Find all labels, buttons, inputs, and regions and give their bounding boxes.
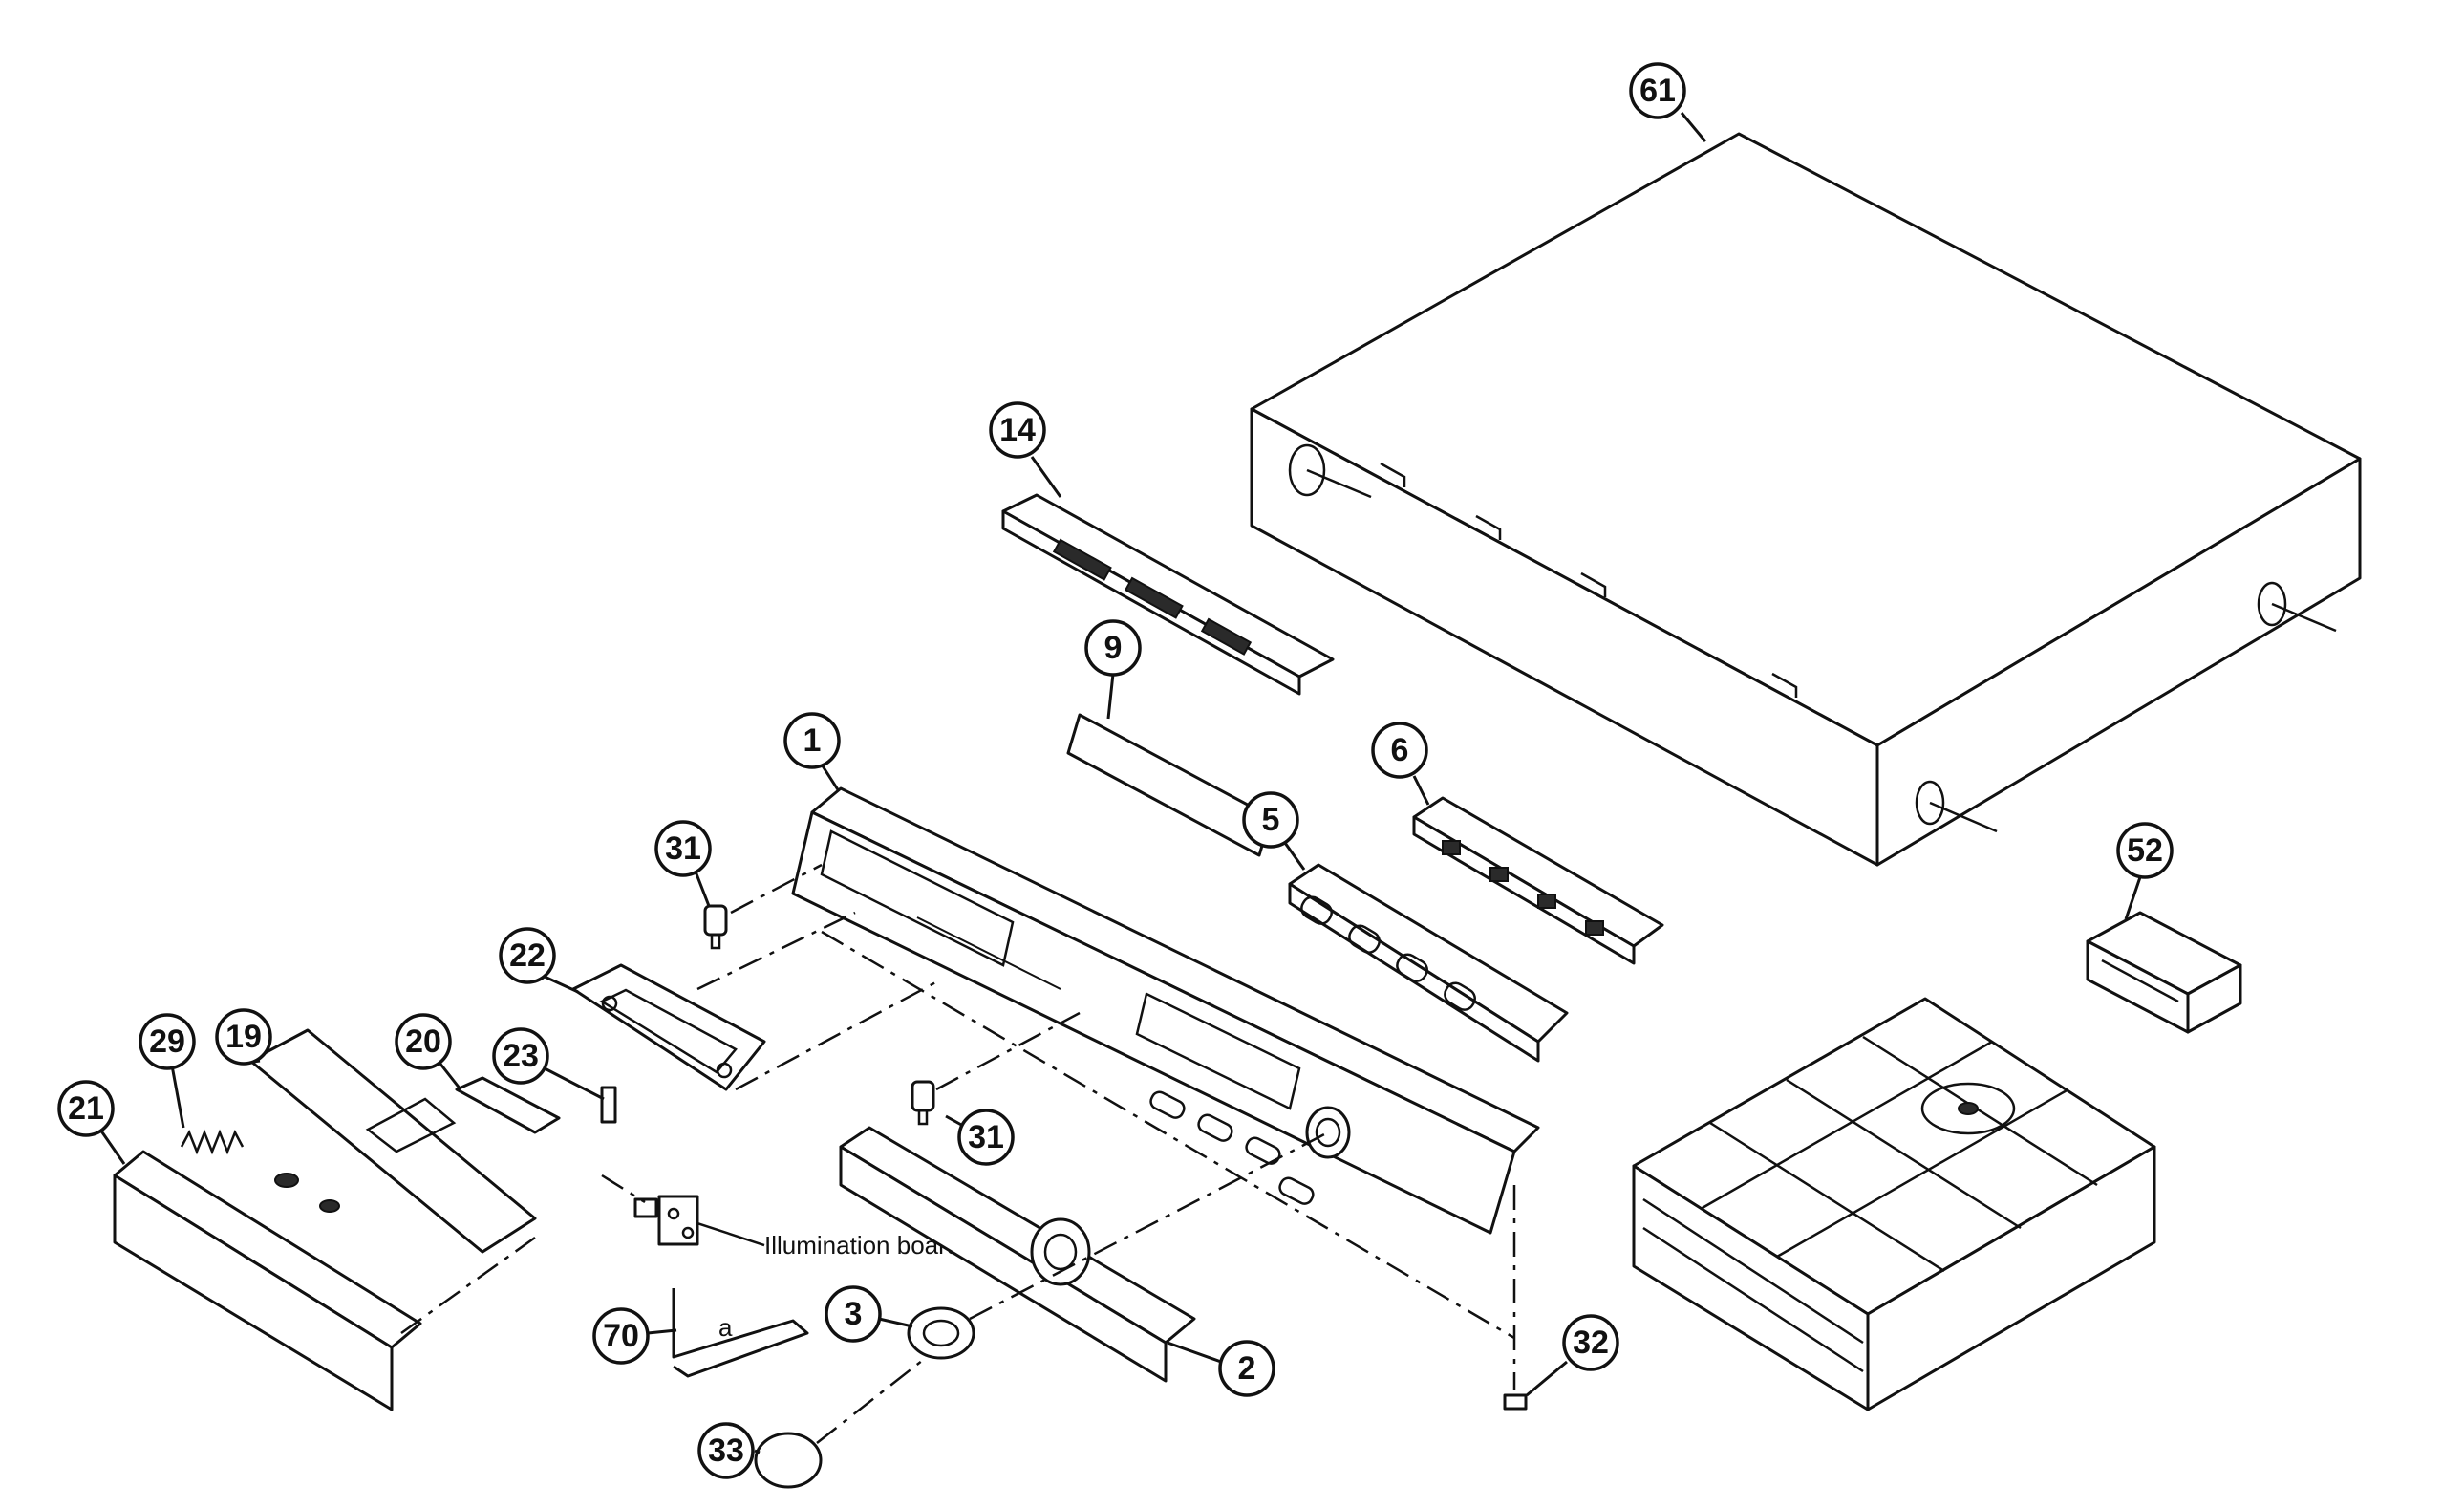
callout-2: 2	[1167, 1340, 1275, 1397]
callout-32: 32	[1526, 1314, 1619, 1397]
screw-lower	[911, 1011, 1081, 1126]
display-sheet	[1066, 713, 1273, 857]
svg-text:14: 14	[999, 412, 1036, 448]
svg-text:22: 22	[509, 937, 546, 974]
callout-5: 5	[1242, 791, 1306, 871]
svg-text:9: 9	[1104, 630, 1123, 666]
svg-text:52: 52	[2127, 832, 2163, 869]
flat-cable: a	[672, 1288, 809, 1378]
sub-panel	[248, 1028, 537, 1254]
switch-board	[1412, 796, 1664, 965]
callout-22: 22	[499, 927, 579, 994]
callout-14: 14	[989, 401, 1062, 498]
control-strip	[839, 1126, 1196, 1383]
bracket-bar	[1001, 493, 1335, 696]
callout-9: 9	[1084, 619, 1142, 720]
svg-text:2: 2	[1238, 1350, 1256, 1387]
screw-upper	[703, 863, 823, 950]
svg-text:21: 21	[68, 1090, 104, 1127]
svg-text:32: 32	[1573, 1325, 1609, 1361]
callout-3: 3	[825, 1285, 913, 1343]
assembly-guides	[400, 911, 1516, 1390]
callout-20: 20	[395, 1013, 462, 1090]
cable-letter-label: a	[718, 1313, 733, 1342]
svg-text:23: 23	[503, 1038, 539, 1074]
svg-text:19: 19	[225, 1019, 262, 1055]
front-cover	[113, 1150, 422, 1411]
svg-text:20: 20	[405, 1023, 441, 1060]
callout-29: 29	[139, 1013, 196, 1129]
callout-1: 1	[783, 712, 841, 792]
svg-text:31: 31	[968, 1119, 1004, 1155]
callout-70: 70	[592, 1307, 677, 1365]
svg-text:33: 33	[708, 1433, 744, 1469]
callout-33: 33	[697, 1422, 761, 1479]
callout-31-upper: 31	[654, 820, 712, 907]
knob-collar	[907, 1131, 1329, 1360]
svg-text:61: 61	[1639, 73, 1676, 109]
svg-text:3: 3	[845, 1296, 863, 1332]
svg-text:1: 1	[803, 722, 822, 759]
callout-6: 6	[1371, 722, 1430, 806]
svg-text:6: 6	[1391, 732, 1409, 768]
callout-19: 19	[215, 1008, 272, 1066]
callout-31-lower: 31	[945, 1109, 1015, 1166]
spring	[180, 1129, 245, 1155]
callout-52: 52	[2116, 822, 2174, 920]
small-foot	[1503, 1393, 1528, 1411]
button-panel	[1288, 863, 1569, 1063]
illumination-board	[633, 1195, 765, 1247]
front-frame	[791, 786, 1540, 1235]
svg-text:29: 29	[149, 1023, 185, 1060]
disc-mechanism	[1632, 997, 2156, 1411]
svg-text:31: 31	[665, 830, 701, 867]
svg-text:5: 5	[1262, 802, 1280, 838]
callout-23: 23	[492, 1027, 605, 1101]
knob-cap	[754, 1356, 928, 1489]
window-bezel	[571, 963, 766, 1091]
callout-61: 61	[1629, 62, 1707, 142]
connector-block	[2086, 911, 2242, 1034]
svg-text:70: 70	[603, 1318, 639, 1354]
top-cover	[1250, 132, 2362, 867]
small-plate	[455, 1076, 561, 1134]
clip-tab	[600, 1086, 617, 1124]
callout-21: 21	[57, 1080, 126, 1165]
